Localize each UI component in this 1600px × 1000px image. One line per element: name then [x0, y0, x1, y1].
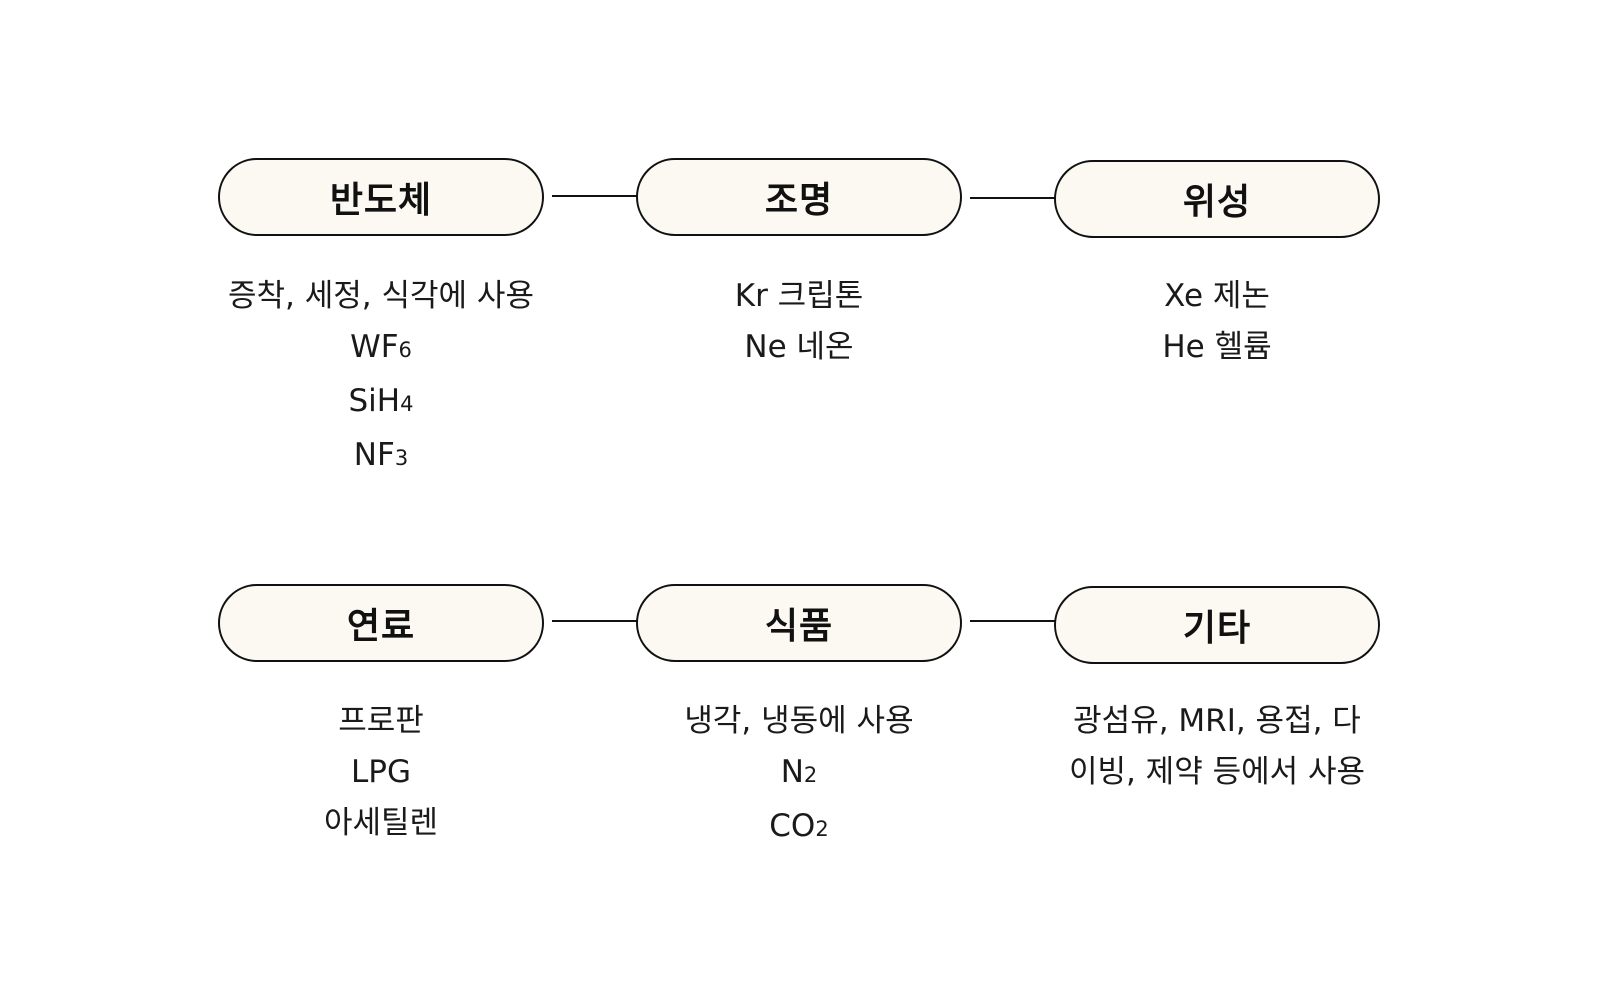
detail-text: 프로판: [338, 703, 424, 739]
detail-line: N2: [629, 747, 969, 801]
formula-subscript: 2: [803, 763, 818, 787]
detail-line: CO2: [629, 801, 969, 855]
detail-text: 광섬유, MRI, 용접, 다: [1073, 703, 1361, 739]
connector-line: [552, 620, 640, 622]
category-title: 기타: [1182, 608, 1252, 649]
detail-text: SiH: [348, 383, 401, 419]
connector-line: [552, 195, 640, 197]
category-details: Xe 제논 He 헬륨: [1047, 271, 1387, 373]
detail-text: Kr 크립톤: [734, 278, 864, 314]
detail-line: Xe 제논: [1047, 271, 1387, 322]
detail-text: LPG: [351, 754, 411, 790]
detail-text: WF: [350, 329, 399, 365]
detail-line: 아세틸렌: [211, 798, 551, 849]
detail-line: He 헬륨: [1047, 322, 1387, 373]
category-title: 반도체: [329, 180, 433, 221]
detail-line: 프로판: [211, 696, 551, 747]
formula-subscript: 6: [398, 338, 412, 362]
detail-text: NF: [353, 437, 395, 473]
detail-line: WF6: [211, 322, 551, 376]
category-pill-semiconductor: 반도체: [218, 158, 544, 236]
detail-text: He 헬륨: [1162, 329, 1272, 365]
detail-text: 냉각, 냉동에 사용: [684, 703, 914, 739]
detail-line: 광섬유, MRI, 용접, 다: [1047, 696, 1387, 747]
detail-text: 증착, 세정, 식각에 사용: [228, 278, 534, 314]
category-pill-lighting: 조명: [636, 158, 962, 236]
category-pill-other: 기타: [1054, 586, 1380, 664]
category-details: Kr 크립톤 Ne 네온: [629, 271, 969, 373]
detail-text: 아세틸렌: [323, 805, 439, 841]
detail-text: Xe 제논: [1164, 278, 1270, 314]
formula-subscript: 2: [815, 817, 829, 841]
connector-line: [970, 197, 1058, 199]
detail-text: CO: [769, 808, 816, 844]
category-title: 위성: [1182, 182, 1252, 223]
detail-text: Ne 네온: [744, 329, 854, 365]
detail-line: 이빙, 제약 등에서 사용: [1047, 747, 1387, 798]
detail-line: 증착, 세정, 식각에 사용: [211, 271, 551, 322]
detail-text: 이빙, 제약 등에서 사용: [1068, 754, 1366, 790]
detail-text: N: [780, 754, 804, 790]
detail-line: Kr 크립톤: [629, 271, 969, 322]
detail-line: LPG: [211, 747, 551, 798]
category-pill-satellite: 위성: [1054, 160, 1380, 238]
detail-line: SiH4: [211, 376, 551, 430]
category-title: 연료: [346, 606, 416, 647]
category-title: 식품: [764, 606, 834, 647]
detail-line: NF3: [211, 430, 551, 484]
category-details: 프로판 LPG 아세틸렌: [211, 696, 551, 849]
detail-line: 냉각, 냉동에 사용: [629, 696, 969, 747]
formula-subscript: 4: [400, 392, 414, 416]
category-pill-food: 식품: [636, 584, 962, 662]
formula-subscript: 3: [394, 446, 409, 470]
category-pill-fuel: 연료: [218, 584, 544, 662]
connector-line: [970, 620, 1058, 622]
category-title: 조명: [764, 180, 834, 221]
detail-line: Ne 네온: [629, 322, 969, 373]
